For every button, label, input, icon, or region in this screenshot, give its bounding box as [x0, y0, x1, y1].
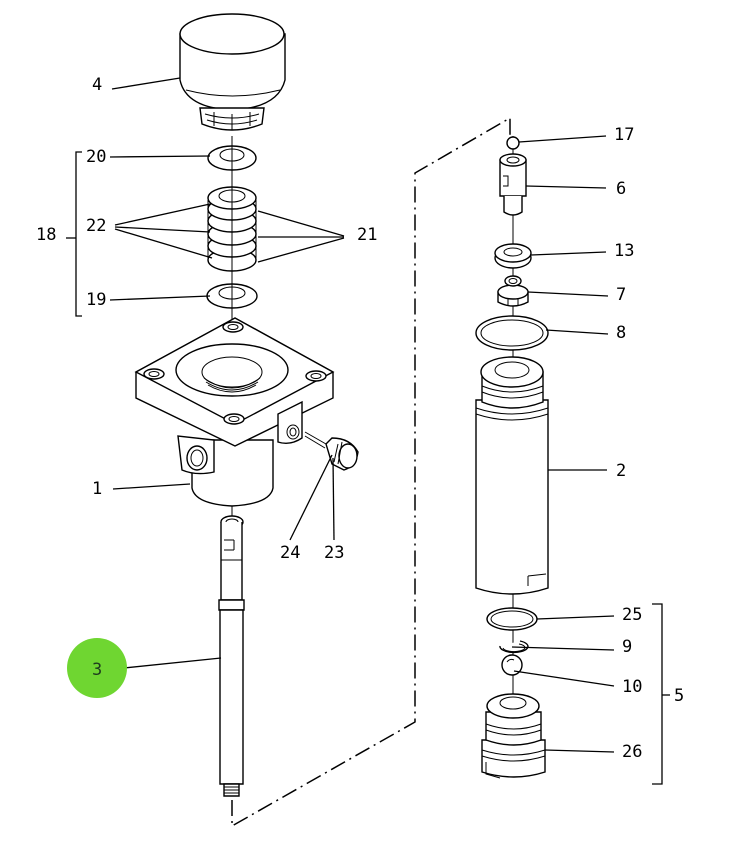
highlight-marker-part-3[interactable] [67, 638, 127, 698]
label-9[interactable]: 9 [622, 637, 632, 657]
label-6[interactable]: 6 [616, 179, 626, 199]
label-8[interactable]: 8 [616, 323, 626, 343]
label-10[interactable]: 10 [622, 677, 642, 697]
part-3-shaft[interactable] [218, 515, 245, 797]
label-17[interactable]: 17 [614, 125, 634, 145]
part-4-cup[interactable] [179, 13, 286, 131]
part-13-nut[interactable] [494, 243, 532, 269]
label-22[interactable]: 22 [86, 216, 106, 236]
label-23[interactable]: 23 [324, 543, 344, 563]
label-5[interactable]: 5 [674, 686, 684, 706]
label-20[interactable]: 20 [86, 147, 106, 167]
label-26[interactable]: 26 [622, 742, 642, 762]
bracket-5 [652, 603, 663, 785]
label-13[interactable]: 13 [614, 241, 634, 261]
label-1[interactable]: 1 [92, 479, 102, 499]
label-2[interactable]: 2 [616, 461, 626, 481]
assembly-connection-line [231, 116, 511, 828]
part-2-cylinder[interactable] [475, 356, 549, 595]
label-19[interactable]: 19 [86, 290, 106, 310]
leader-lines [109, 77, 615, 753]
part-7-seat[interactable] [497, 275, 529, 307]
part-6-stem[interactable] [499, 153, 527, 216]
part-23-knob[interactable] [304, 431, 359, 471]
part-10-ball[interactable] [501, 654, 523, 676]
label-4[interactable]: 4 [92, 75, 102, 95]
part-17-ball[interactable] [506, 136, 520, 150]
label-3[interactable]: 3 [92, 660, 102, 680]
label-7[interactable]: 7 [616, 285, 626, 305]
part-1-housing[interactable] [134, 317, 335, 507]
part-8-oring[interactable] [475, 315, 549, 351]
bracket-18 [75, 151, 82, 317]
part-26-housing[interactable] [481, 693, 546, 779]
label-24[interactable]: 24 [280, 543, 300, 563]
label-25[interactable]: 25 [622, 605, 642, 625]
part-25-oring[interactable] [486, 607, 538, 631]
label-18[interactable]: 18 [36, 225, 56, 245]
label-21[interactable]: 21 [357, 225, 377, 245]
